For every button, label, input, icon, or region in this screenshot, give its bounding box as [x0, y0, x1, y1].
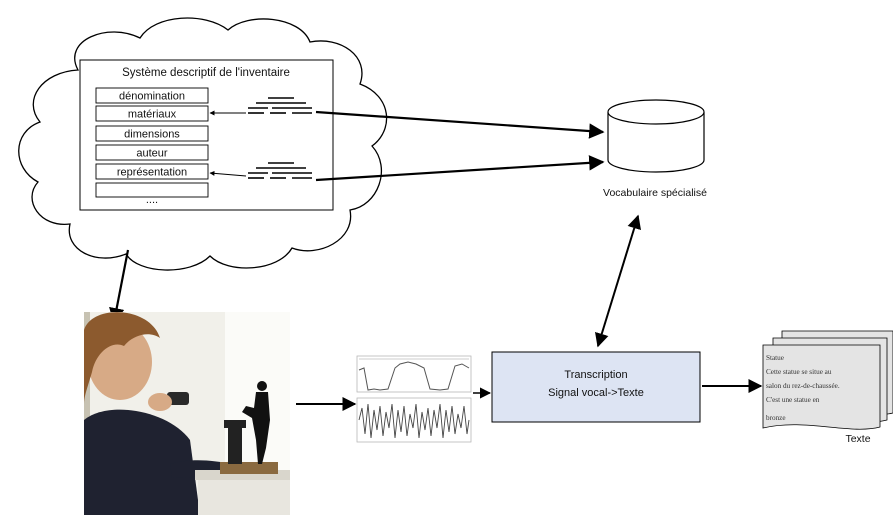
- transcription-title: Transcription: [564, 369, 627, 381]
- field-label-dimensions: dimensions: [124, 129, 180, 141]
- speech-waveform: [356, 355, 472, 443]
- wordlist-to-database-arrow: [315, 155, 605, 182]
- field-box-materiaux: [95, 105, 209, 122]
- database-icon: [607, 99, 705, 173]
- wordlist-to-database-arrow: [315, 110, 605, 139]
- text-output-caption: Texte: [845, 433, 870, 445]
- database-transcription-arrow: [595, 214, 641, 348]
- vocabulary-label: Vocabulaire spécialisé: [603, 187, 707, 199]
- word-list-icon: [248, 97, 312, 114]
- document-line: Statue: [766, 354, 784, 362]
- field-label-representation: représentation: [117, 167, 187, 179]
- inventory-title: Système descriptif de l'inventaire: [122, 67, 290, 79]
- field-box-dimensions: [95, 125, 209, 142]
- document-line: salon du rez-de-chaussée.: [766, 382, 840, 390]
- document-line: C'est une statue en: [766, 396, 820, 404]
- text-document-icon: Statue Cette statue se situe au salon du…: [762, 330, 893, 430]
- wordlist-to-field-arrow: [209, 170, 247, 177]
- field-label-denomination: dénomination: [119, 91, 185, 103]
- photo-user-speaking: [84, 312, 290, 515]
- transcription-box: [491, 351, 701, 423]
- field-box-auteur: [95, 144, 209, 161]
- document-line: Cette statue se situe au: [766, 368, 832, 376]
- field-label-auteur: auteur: [136, 148, 168, 160]
- document-line: bronze: [766, 414, 786, 422]
- field-label-materiaux: matériaux: [128, 109, 177, 121]
- cloud-to-photo-arrow: [109, 249, 130, 324]
- transcription-subtitle: Signal vocal->Texte: [548, 387, 644, 399]
- word-list-icon: [248, 162, 312, 179]
- field-box-representation: [95, 163, 209, 180]
- field-label-more: ....: [146, 194, 158, 206]
- field-box-denomination: [95, 87, 209, 104]
- field-box-more: [95, 182, 209, 198]
